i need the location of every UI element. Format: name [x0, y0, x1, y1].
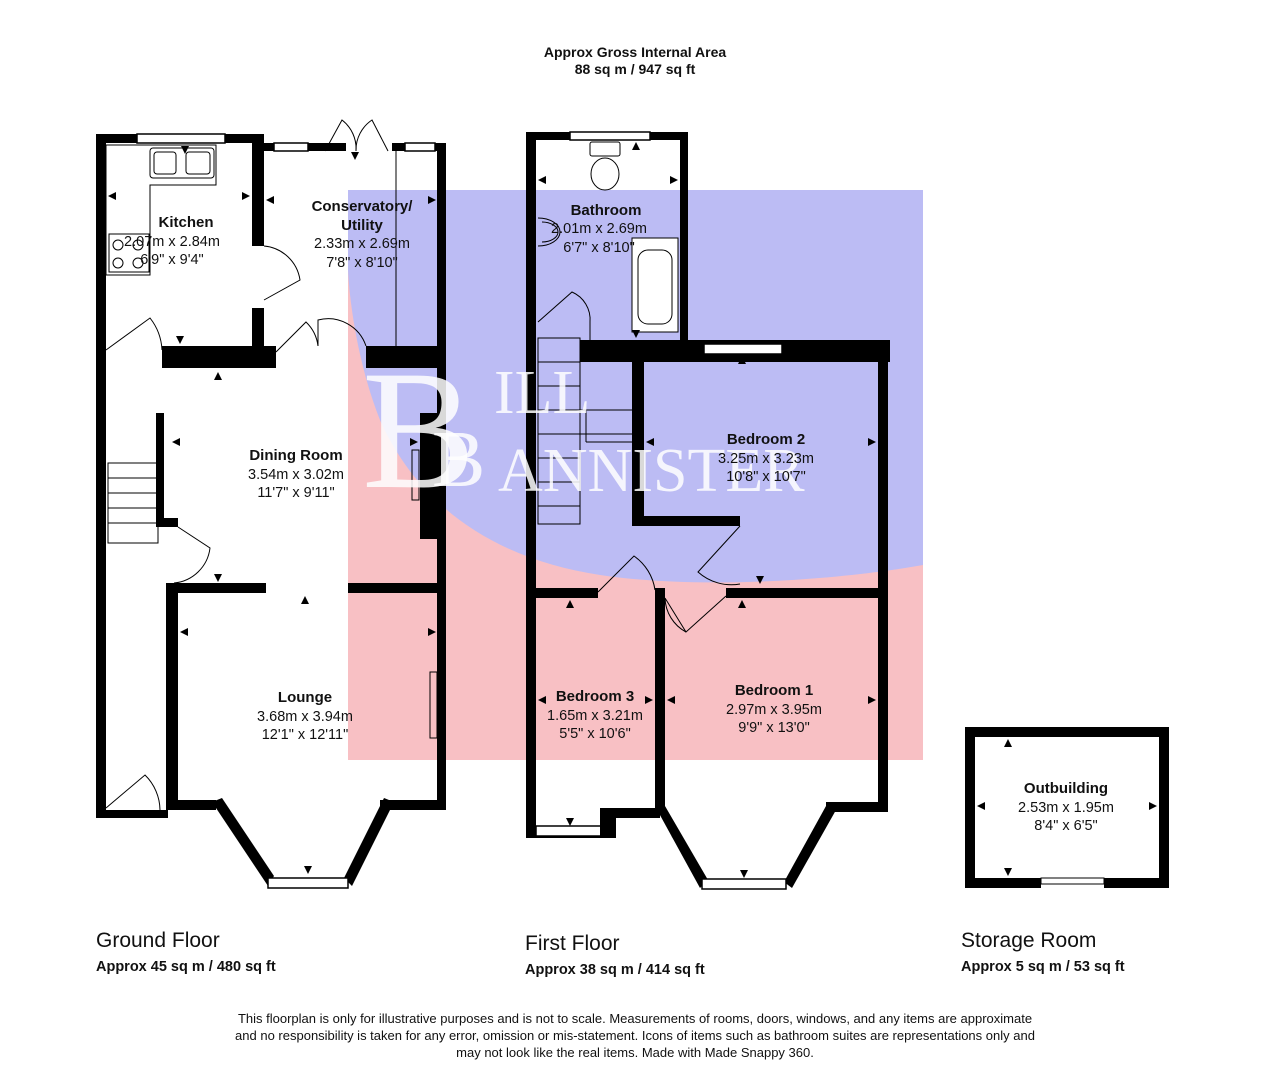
outbuilding-name: Outbuilding — [1023, 780, 1109, 797]
plan-title: Approx Gross Internal Area — [543, 44, 727, 60]
ground-bay-window — [212, 798, 394, 889]
first-bay-window — [655, 806, 836, 890]
bedroom1-metric: 2.97m x 3.95m — [726, 702, 822, 718]
ground-floor-area: Approx 45 sq m / 480 sq ft — [96, 959, 276, 975]
lounge-name: Lounge — [277, 689, 333, 706]
first-floor-walls — [526, 131, 890, 838]
disclaimer-line-2: and no responsibility is taken for any e… — [235, 1028, 1035, 1043]
conservatory-metric: 2.33m x 2.69m — [314, 236, 410, 252]
outbuilding-metric: 2.53m x 1.95m — [1018, 800, 1114, 816]
disclaimer-line-3: may not look like the real items. Made w… — [456, 1045, 814, 1060]
disclaimer: This floorplan is only for illustrative … — [0, 1010, 1270, 1061]
lounge-metric: 3.68m x 3.94m — [257, 709, 353, 725]
bedroom3-name: Bedroom 3 — [555, 688, 635, 705]
dining-imperial: 11'7" x 9'11" — [257, 485, 335, 501]
bathroom-imperial: 6'7" x 8'10" — [563, 240, 635, 256]
watermark-logo-bottom: ANNISTER — [498, 437, 805, 505]
ground-floor-walls — [96, 133, 446, 818]
dining-metric: 3.54m x 3.02m — [248, 467, 344, 483]
conservatory-imperial: 7'8" x 8'10" — [326, 255, 398, 271]
ground-floor-label: Ground Floor — [96, 929, 220, 952]
gross-area: 88 sq m / 947 sq ft — [574, 61, 696, 77]
storage-room-label: Storage Room — [961, 929, 1097, 952]
first-floor-area: Approx 38 sq m / 414 sq ft — [525, 962, 705, 978]
ground-floor-fixtures — [105, 119, 438, 811]
bedroom2-name: Bedroom 2 — [726, 431, 806, 448]
conservatory-name-line2: Utility — [341, 217, 383, 234]
bedroom3-imperial: 5'5" x 10'6" — [559, 726, 631, 742]
bedroom1-name: Bedroom 1 — [734, 682, 814, 699]
bathroom-metric: 2.01m x 2.69m — [551, 221, 647, 237]
first-floor-fixtures — [537, 141, 741, 633]
bathroom-name: Bathroom — [570, 202, 642, 219]
disclaimer-line-1: This floorplan is only for illustrative … — [237, 1011, 1033, 1026]
watermark-logo-top: ILL — [494, 359, 591, 427]
dining-name: Dining Room — [249, 447, 343, 464]
bedroom2-metric: 3.25m x 3.23m — [718, 451, 814, 467]
outbuilding-imperial: 8'4" x 6'5" — [1034, 818, 1098, 834]
first-floor-label: First Floor — [525, 932, 620, 955]
bedroom1-imperial: 9'9" x 13'0" — [738, 720, 810, 736]
storage-room-area: Approx 5 sq m / 53 sq ft — [961, 959, 1125, 975]
watermark-logo-initial: B — [362, 336, 476, 524]
dimension-markers — [108, 142, 1157, 878]
watermark-logo-bottom-initial: B — [432, 416, 486, 504]
kitchen-imperial: 6'9" x 9'4" — [140, 252, 204, 268]
bedroom2-imperial: 10'8" x 10'7" — [726, 469, 806, 485]
bedroom3-metric: 1.65m x 3.21m — [547, 708, 643, 724]
kitchen-name: Kitchen — [158, 214, 214, 231]
outbuilding-walls — [965, 727, 1169, 888]
lounge-imperial: 12'1" x 12'11" — [261, 727, 349, 743]
kitchen-metric: 2.07m x 2.84m — [124, 234, 220, 250]
conservatory-name-line1: Conservatory/ — [311, 198, 413, 215]
